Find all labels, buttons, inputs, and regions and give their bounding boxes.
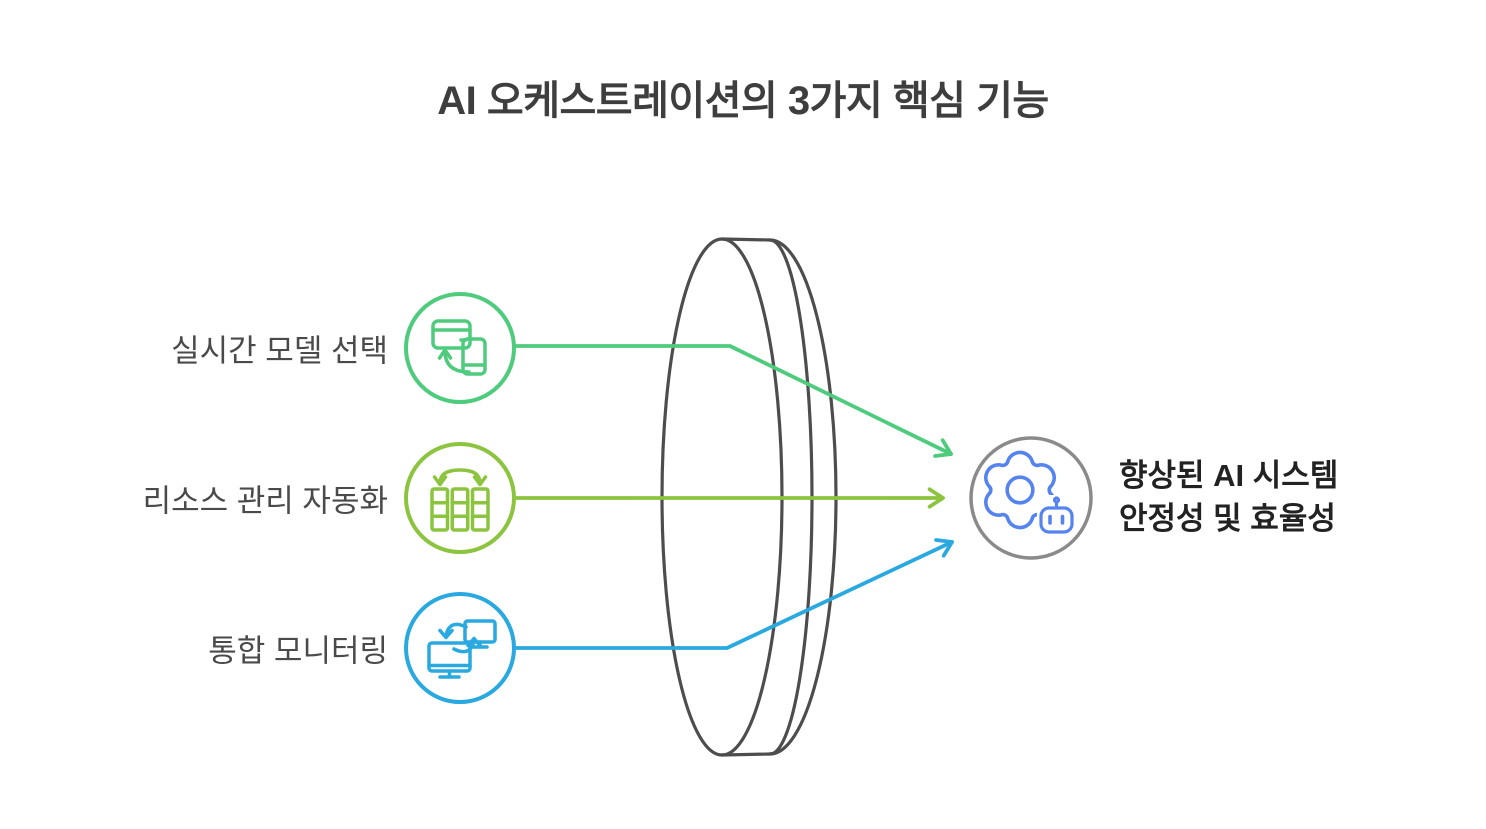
arrowhead: [933, 438, 953, 458]
label-realtime-model-selection: 실시간 모델 선택: [171, 333, 388, 369]
connector-integrated-monitoring: [512, 538, 954, 650]
connector-resource-automation: [512, 487, 945, 509]
connector-realtime-model: [512, 344, 953, 458]
label-output-benefit: 향상된 AI 시스템 안정성 및 효율성: [1119, 454, 1338, 540]
node-circle: [404, 592, 516, 704]
input-node-realtime-model: [404, 292, 516, 404]
device-swap-icon: [431, 319, 487, 376]
input-node-integrated-monitoring: [404, 592, 516, 704]
robot-face-icon: [1039, 496, 1074, 534]
output-node: [969, 436, 1093, 560]
gear-robot-icon: [984, 450, 1075, 534]
monitor-sync-icon: [427, 619, 497, 679]
label-resource-management-automation: 리소스 관리 자동화: [142, 483, 388, 519]
output-label-line2: 안정성 및 효율성: [1119, 501, 1336, 536]
output-label-line1: 향상된 AI 시스템: [1119, 458, 1339, 493]
server-distribution-icon: [430, 468, 490, 532]
label-integrated-monitoring: 통합 모니터링: [208, 633, 388, 669]
arrowhead: [927, 487, 945, 509]
gear-outline: [984, 450, 1056, 530]
node-circle: [404, 442, 516, 554]
input-node-resource-automation: [404, 442, 516, 554]
page-title: AI 오케스트레이션의 3가지 핵심 기능: [437, 79, 1049, 123]
arrowhead: [934, 538, 954, 558]
